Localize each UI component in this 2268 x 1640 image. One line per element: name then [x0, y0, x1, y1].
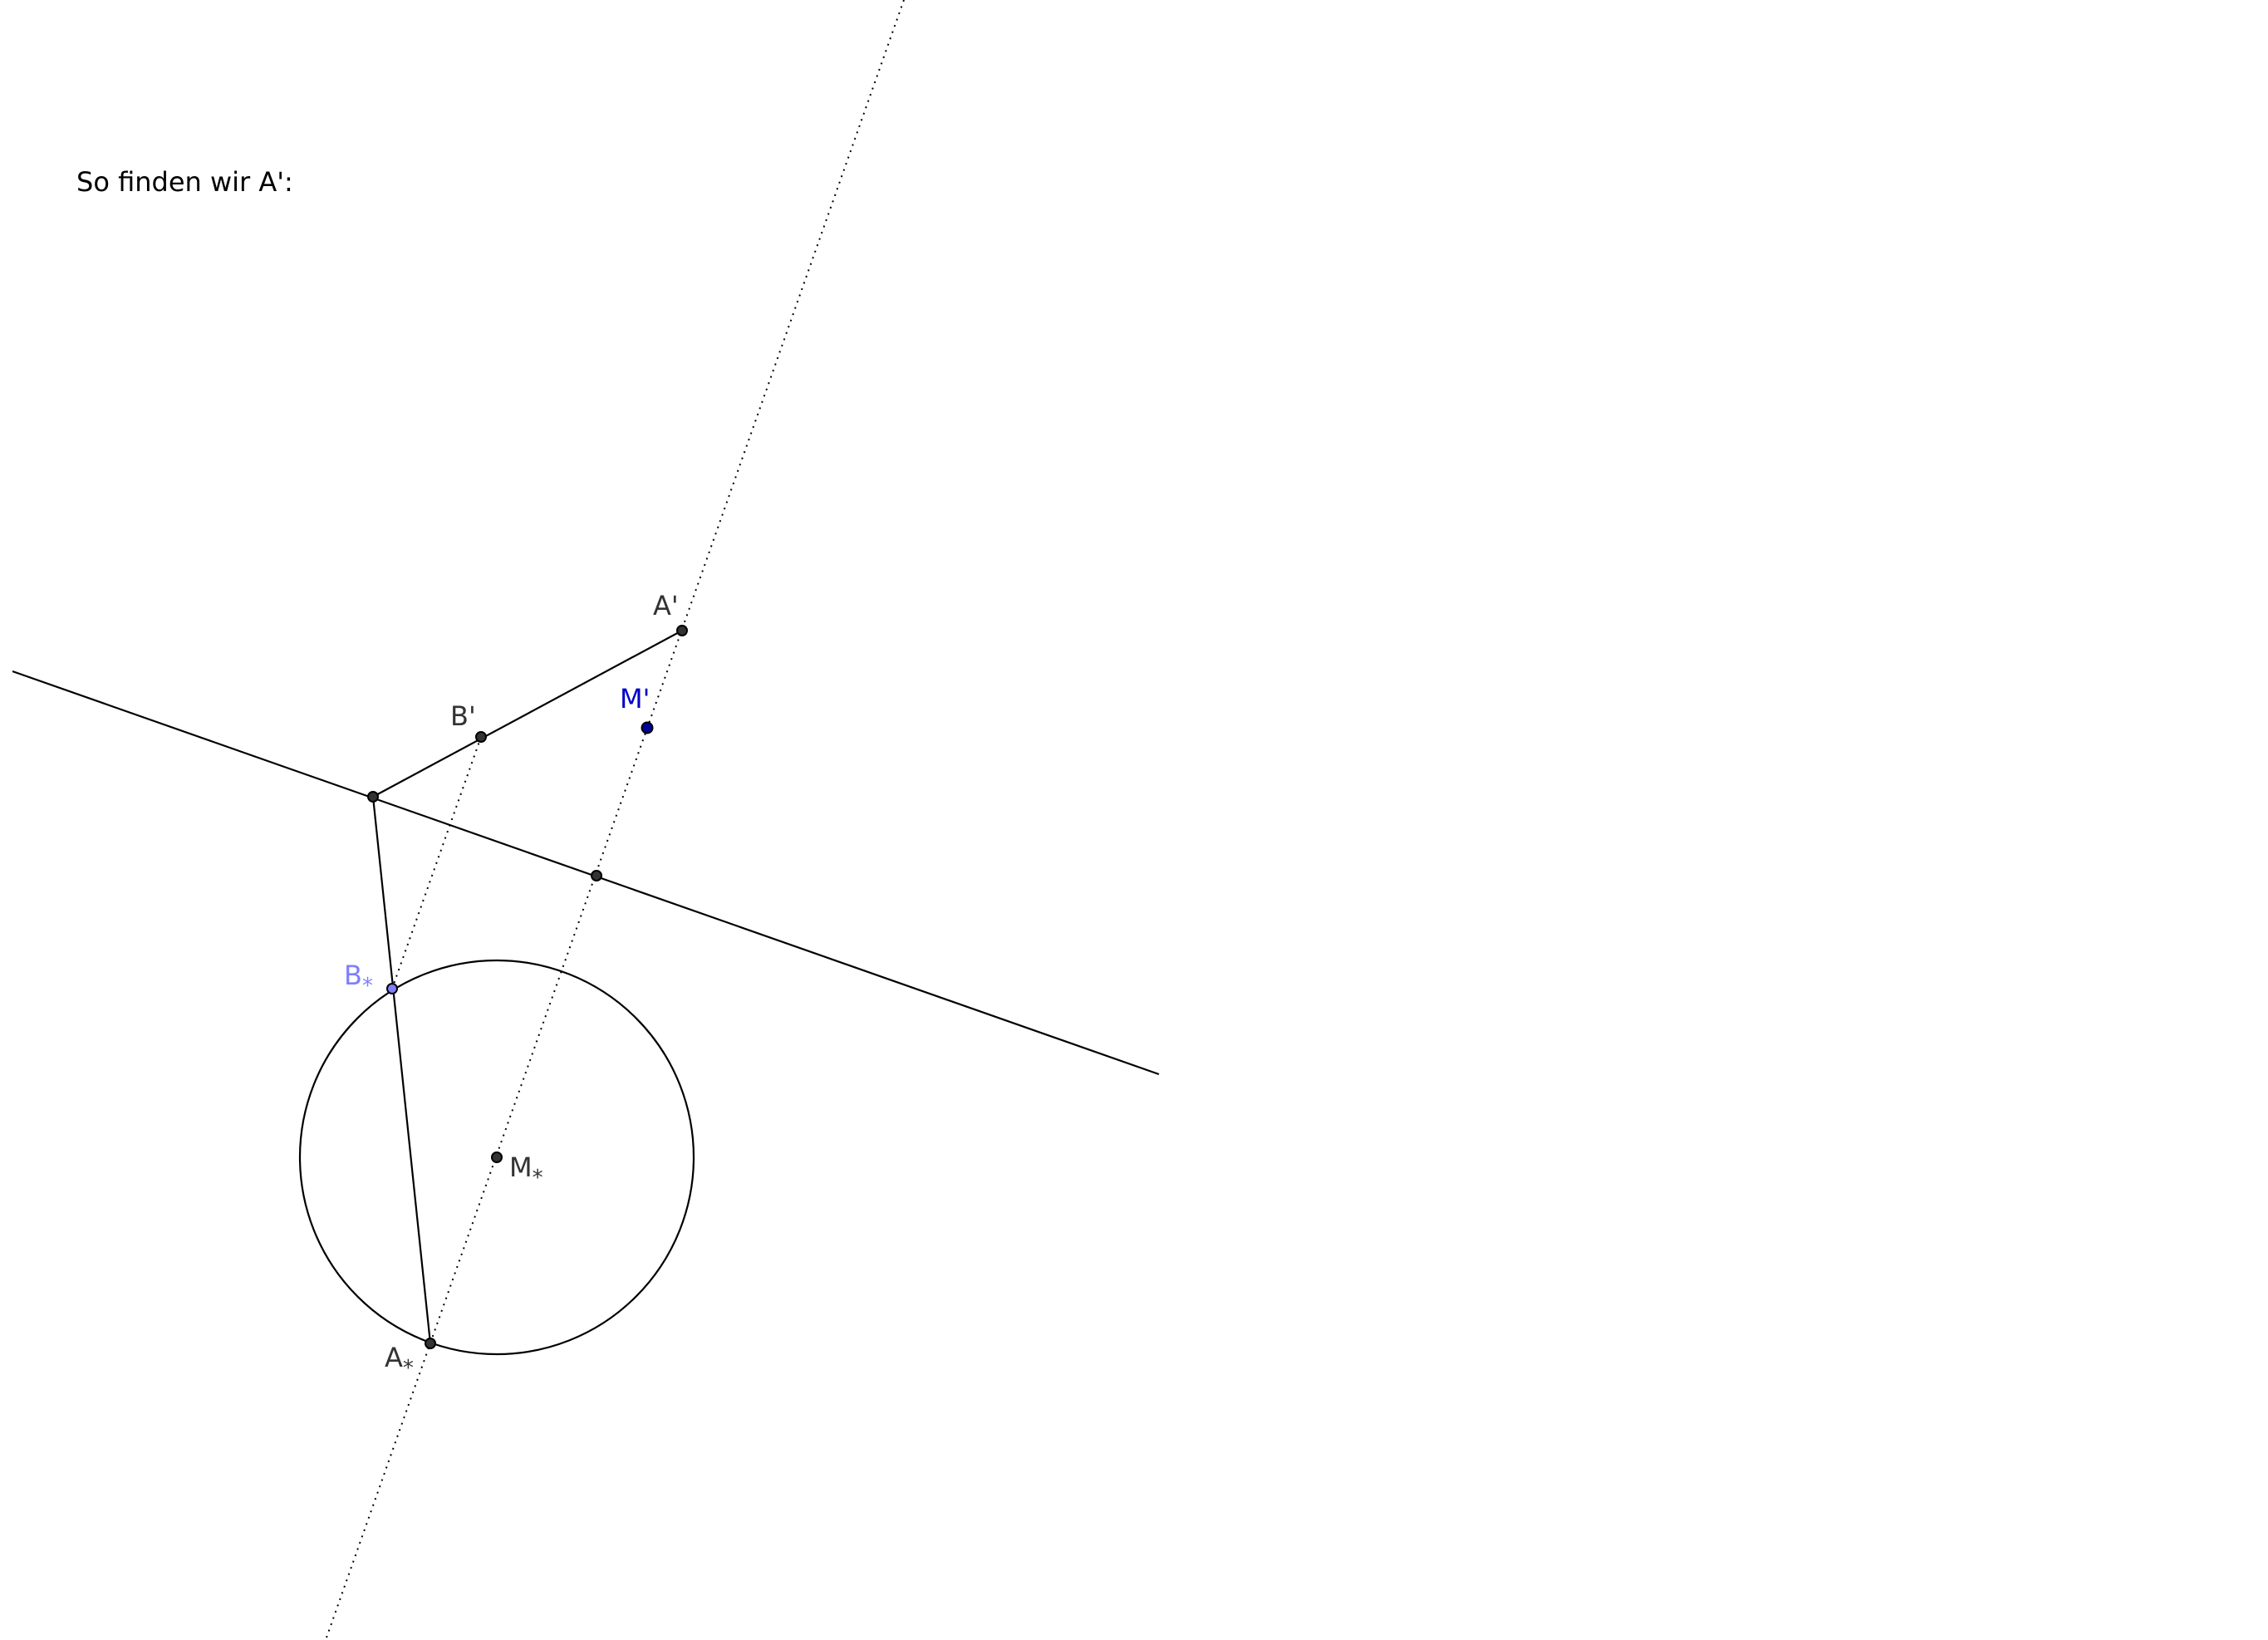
circle — [298, 959, 695, 1356]
label-m-star-sub: * — [533, 1166, 543, 1191]
label-b-star-sub: * — [362, 974, 373, 999]
segment-vertex-to-a-star — [371, 796, 432, 1344]
label-m-prime: M' — [620, 683, 650, 714]
point-m-prime[interactable] — [641, 721, 654, 734]
segment-vertex-to-a-prime — [372, 630, 683, 798]
point-a-prime[interactable] — [676, 625, 688, 636]
point-a-star[interactable] — [425, 1338, 436, 1349]
point-vertex[interactable] — [367, 791, 379, 803]
label-a-star: A* — [385, 1342, 414, 1381]
label-a-star-sub: * — [403, 1356, 414, 1381]
point-intersection[interactable] — [591, 870, 602, 881]
label-m-star: M* — [509, 1151, 543, 1191]
label-b-star-base: B — [344, 960, 362, 991]
label-m-star-base: M — [509, 1151, 533, 1183]
point-b-star[interactable] — [386, 983, 398, 994]
main-line — [12, 670, 1160, 1076]
point-m-star[interactable] — [491, 1151, 503, 1163]
dotted-line-through-a-prime — [325, 0, 905, 1640]
label-b-prime: B' — [450, 700, 476, 732]
label-b-star: B* — [344, 960, 373, 999]
caption-text: So finden wir A': — [76, 166, 293, 198]
point-b-prime[interactable] — [475, 731, 487, 743]
label-a-star-base: A — [385, 1342, 403, 1373]
label-a-prime: A' — [653, 590, 679, 621]
dotted-line-b-prime-to-b-star — [391, 736, 482, 989]
